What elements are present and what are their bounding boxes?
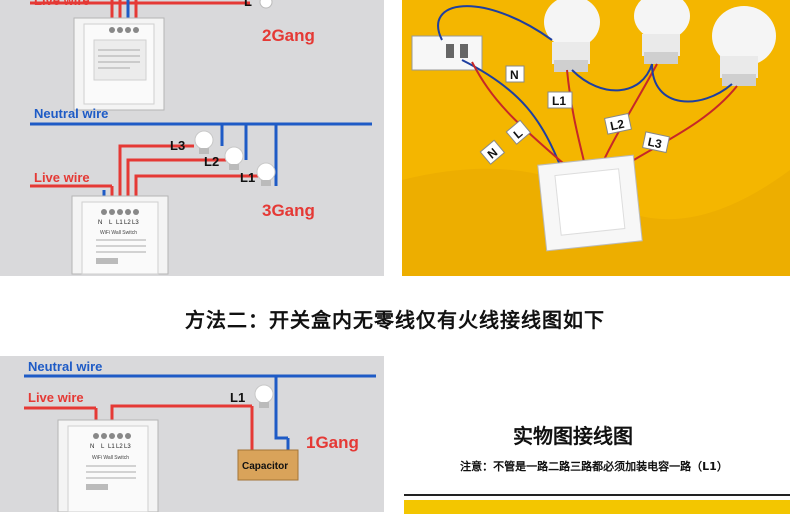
capacitor: Capacitor	[237, 449, 299, 481]
bulb-icon	[259, 0, 273, 9]
bulb-icon	[712, 6, 776, 86]
wiring-diagram-2gang-3gang: Live wire L 2Gang Neutral wire Live wire	[0, 0, 384, 276]
terminal-label: N	[90, 444, 94, 450]
photo-note: 注意：不管是一路二路三路都必须加装电容一路（L1）	[460, 460, 728, 473]
switch-caption: WiFi Wall Switch	[92, 455, 129, 461]
upper-l-label: L	[244, 0, 252, 9]
svg-text:L1: L1	[552, 94, 566, 108]
live-wire-label: Live wire	[34, 170, 90, 185]
gang-1-label: 1Gang	[306, 433, 359, 452]
wiring-photo: N L1 L2 L3 L N	[402, 0, 790, 276]
terminal-label: L1	[108, 444, 115, 450]
terminal-label: L	[101, 444, 105, 450]
photo-strip	[404, 494, 790, 514]
bulb-icon	[194, 130, 214, 154]
bulb-icon	[256, 162, 276, 186]
neutral-wire-label: Neutral wire	[28, 359, 102, 374]
wire-tag-n: N	[505, 65, 525, 83]
wire-tag-l: L	[505, 119, 532, 145]
terminal-label: L2	[124, 220, 131, 226]
gang-3-label: 3Gang	[262, 201, 315, 220]
bulb-icon	[224, 146, 244, 170]
terminal-label: L3	[124, 444, 131, 450]
gang-2-label: 2Gang	[262, 26, 315, 45]
l3-label: L3	[170, 138, 185, 153]
terminal-label: L3	[132, 220, 139, 226]
wiring-diagram-1gang: Neutral wire Live wire L1 Capacitor 1Gan…	[0, 356, 384, 512]
terminal-label: L1	[116, 220, 123, 226]
switch-plate-1gang: N L L1 L2 L3 WiFi Wall Switch	[57, 419, 159, 512]
switch-plate-photo	[537, 154, 643, 252]
l1-label: L1	[230, 390, 245, 405]
svg-text:N: N	[510, 68, 519, 82]
terminal-label: N	[98, 220, 102, 226]
photo-title: 实物图接线图	[513, 424, 633, 448]
terminal-label: L	[109, 220, 113, 226]
wire-tag-l1: L1	[547, 91, 573, 109]
terminal-label: L2	[116, 444, 123, 450]
wire-tag-l2: L2	[603, 112, 632, 135]
l2-label: L2	[204, 154, 219, 169]
switch-plate-3gang: N L L1 L2 L3 WiFi Wall Switch	[71, 195, 169, 275]
bulb-icon	[254, 384, 274, 408]
switch-plate-upper	[73, 17, 165, 111]
bulb-icon	[544, 0, 600, 72]
wire-tag-n2: N	[479, 139, 506, 165]
svg-text:L2: L2	[609, 117, 626, 134]
method-heading: 方法二：开关盒内无零线仅有火线接线图如下	[185, 308, 605, 332]
switch-caption: WiFi Wall Switch	[100, 230, 137, 236]
l1-label: L1	[240, 170, 255, 185]
neutral-wire-label: Neutral wire	[34, 106, 108, 121]
live-wire-label-upper: Live wire	[34, 0, 90, 8]
capacitor-label: Capacitor	[242, 461, 288, 472]
wire-tag-l3: L3	[641, 131, 670, 154]
live-wire-label: Live wire	[28, 390, 84, 405]
bulb-icon	[634, 0, 690, 64]
svg-text:L3: L3	[646, 135, 663, 152]
